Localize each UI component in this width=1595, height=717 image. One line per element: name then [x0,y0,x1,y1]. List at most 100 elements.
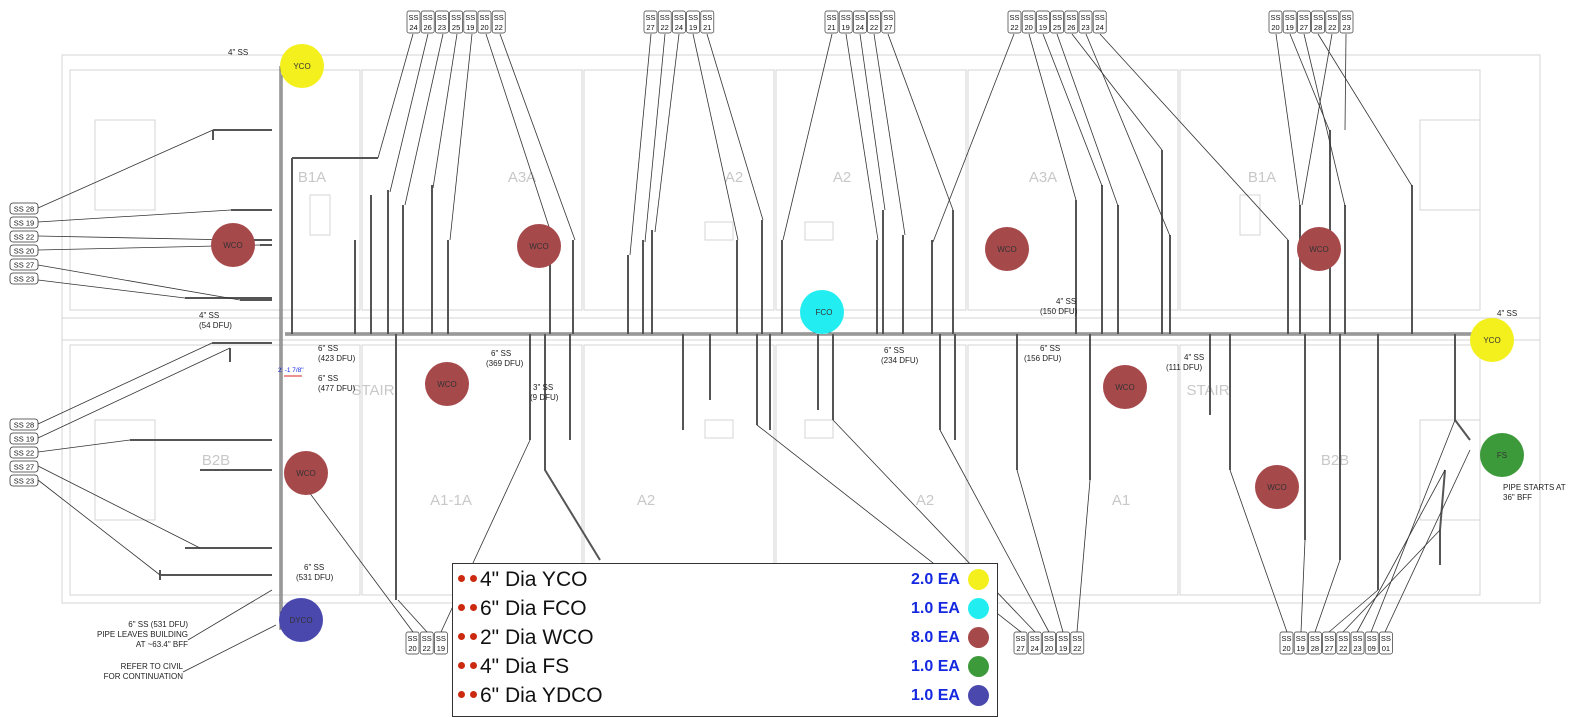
annotation: (111 DFU) [1166,363,1202,372]
room-label: B2B [1321,452,1349,469]
dyco-marker: DYCO [279,598,323,642]
bullet-icon [458,633,465,640]
ss-tag-prefix: SS [1327,13,1337,22]
leader-lines [37,33,1471,673]
room-label: A2 [833,169,851,186]
ss-tag-number: 20 [1045,644,1053,653]
architectural-background [61,54,1541,604]
side-tag: SS 23 [14,477,34,486]
svg-text:WCO: WCO [997,245,1017,254]
svg-text:WCO: WCO [223,241,243,250]
ss-tag-prefix: SS [437,13,447,22]
annotation: (54 DFU) [199,321,232,330]
wco-marker: WCO [284,451,328,495]
color-swatch-icon [968,685,989,706]
side-tag: SS 28 [14,205,34,214]
ss-tag-prefix: SS [407,634,417,643]
ss-tag-number: 22 [1073,644,1081,653]
ss-tag-number: 20 [408,644,416,653]
ss-tag-prefix: SS [674,13,684,22]
annotation: 4" SS [1184,353,1204,362]
ss-tag-prefix: SS [855,13,865,22]
ss-tag-number: 20 [1025,23,1033,32]
svg-text:DYCO: DYCO [289,616,312,625]
ss-tag-number: 09 [1368,644,1376,653]
legend-item: 6" Dia YDCO 1.0 EA [453,682,999,709]
annotation: 3" SS [533,383,553,392]
ss-tags-bottom: SS20SS22SS19SS27SS24SS20SS19SS22SS20SS19… [405,631,1393,655]
ss-tag-number: 19 [1297,644,1305,653]
legend-quantity: 8.0 EA [911,629,960,646]
svg-text:WCO: WCO [296,469,316,478]
annotation: REFER TO CIVIL [121,662,184,671]
ss-tag-prefix: SS [1024,13,1034,22]
wco-marker: WCO [517,224,561,268]
ss-tag-prefix: SS [479,13,489,22]
room-label: A2 [725,169,743,186]
ss-tag-prefix: SS [869,13,879,22]
ss-tag-number: 27 [1325,644,1333,653]
annotation: (234 DFU) [881,356,919,365]
legend-item: 2" Dia WCO 8.0 EA [453,624,999,651]
annotation: (156 DFU) [1024,354,1062,363]
ss-tag-number: 19 [466,23,474,32]
wco-marker: WCO [425,362,469,406]
annotation: 36" BFF [1503,493,1532,502]
room-label: STAIR [351,382,394,399]
ss-tag-number: 28 [1311,644,1319,653]
ss-tag-number: 24 [1031,644,1039,653]
room-labels: B1A A3A A2 A2 A3A B1A B2B B2B STAIR STAI… [202,169,1349,509]
annotation: PIPE LEAVES BUILDING [97,630,188,639]
room-label: A1-1A [430,492,472,509]
svg-text:YCO: YCO [293,62,310,71]
legend-label: 6" Dia FCO [480,597,587,620]
ss-tag-prefix: SS [841,13,851,22]
ss-tag-number: 26 [424,23,432,32]
ss-tag-prefix: SS [1285,13,1295,22]
ss-tag-number: 19 [842,23,850,32]
ss-tag-prefix: SS [660,13,670,22]
ss-tag-prefix: SS [1310,634,1320,643]
side-tag: SS 22 [14,233,34,242]
legend-label: 6" Dia YDCO [480,684,603,707]
ss-tag-prefix: SS [1367,634,1377,643]
side-tags-lower: SS 28 SS 19 SS 22 SS 27 SS 23 [9,418,39,487]
side-tag: SS 23 [14,275,34,284]
room-label: A1 [1112,492,1130,509]
room-label: A3A [508,169,536,186]
ss-tag-number: 25 [1053,23,1061,32]
ss-tag-prefix: SS [1299,13,1309,22]
legend-item: 4" Dia YCO 2.0 EA [453,566,999,593]
yco-marker: YCO [1470,318,1514,362]
ss-tag-prefix: SS [494,13,504,22]
ss-tag-prefix: SS [1038,13,1048,22]
side-tags-upper: SS 28 SS 19 SS 22 SS 20 SS 27 SS 23 [9,202,39,285]
wco-marker: WCO [1103,365,1147,409]
room-label: A3A [1029,169,1057,186]
ss-tag-prefix: SS [451,13,461,22]
bullet-icon [470,691,477,698]
cleanout-markers: YCO YCO FCO WCO WCO WCO WCO WCO [211,44,1524,642]
ss-tag-number: 22 [495,23,503,32]
room-label: B2B [202,452,230,469]
